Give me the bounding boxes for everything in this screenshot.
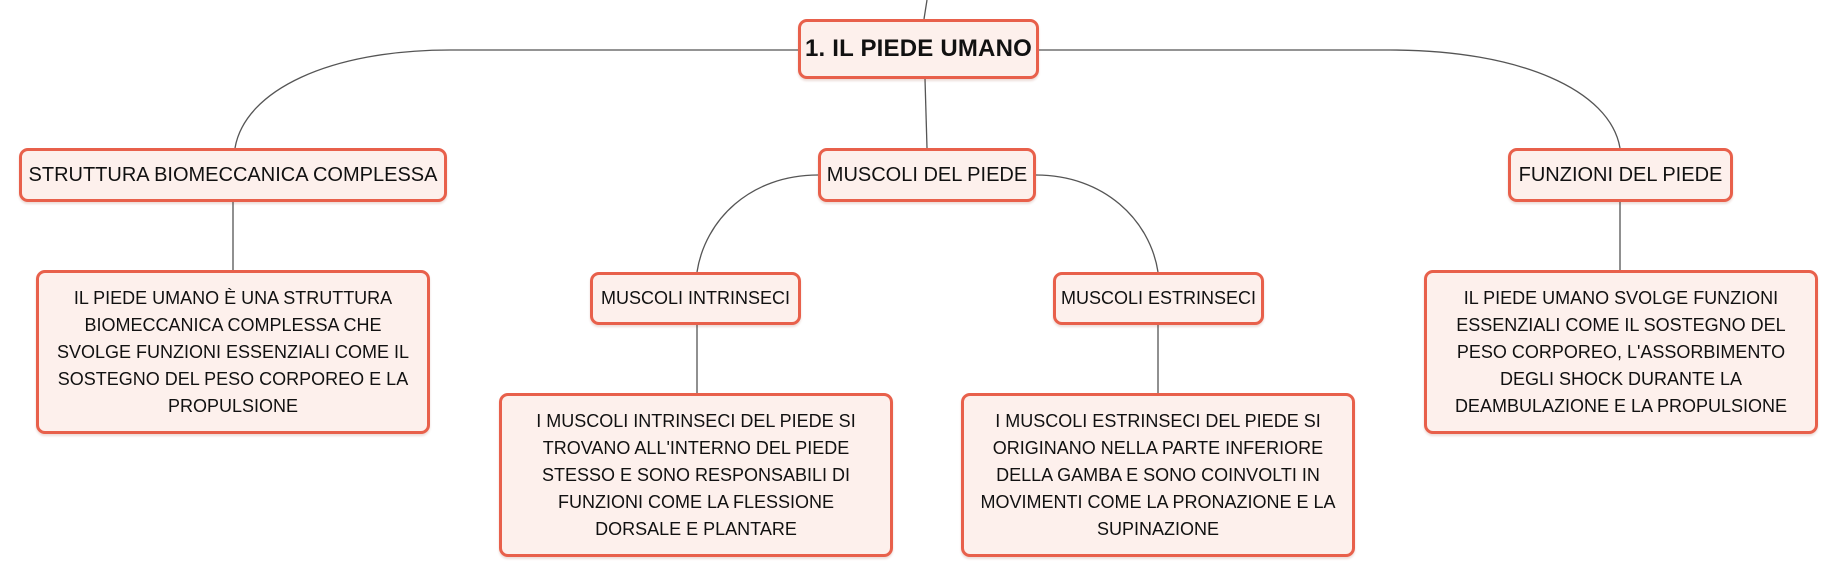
connector-root-muscoli (924, 78, 928, 149)
funzioni-description-text: IL PIEDE UMANO SVOLGE FUNZIONI ESSENZIAL… (1454, 287, 1788, 416)
node-muscoli-del-piede[interactable]: MUSCOLI DEL PIEDE (818, 148, 1036, 202)
struttura-description-text: IL PIEDE UMANO È UNA STRUTTURA BIOMECCAN… (56, 287, 410, 416)
connector-root-funzioni (1039, 49, 1621, 149)
estrinseci-description-text: I MUSCOLI ESTRINSECI DEL PIEDE SI ORIGIN… (980, 410, 1336, 539)
intrinseci-description-text: I MUSCOLI INTRINSECI DEL PIEDE SI TROVAN… (536, 410, 856, 539)
node-estrinseci-description[interactable]: I MUSCOLI ESTRINSECI DEL PIEDE SI ORIGIN… (961, 393, 1355, 557)
connector-muscoli-estrinseci (1035, 174, 1159, 273)
node-intrinseci-label: MUSCOLI INTRINSECI (600, 288, 791, 308)
node-struttura-description[interactable]: IL PIEDE UMANO È UNA STRUTTURA BIOMECCAN… (36, 270, 430, 434)
node-muscoli-estrinseci[interactable]: MUSCOLI ESTRINSECI (1053, 272, 1264, 325)
node-muscoli-intrinseci[interactable]: MUSCOLI INTRINSECI (590, 272, 801, 325)
node-funzioni-description[interactable]: IL PIEDE UMANO SVOLGE FUNZIONI ESSENZIAL… (1424, 270, 1818, 434)
root-node-label: 1. IL PIEDE UMANO (805, 35, 1032, 62)
node-funzioni-del-piede[interactable]: FUNZIONI DEL PIEDE (1508, 148, 1733, 202)
node-struttura-biomeccanica[interactable]: STRUTTURA BIOMECCANICA COMPLESSA (19, 148, 447, 202)
node-funzioni-label: FUNZIONI DEL PIEDE (1518, 163, 1723, 186)
connector-incoming-root (923, 0, 928, 20)
node-muscoli-label: MUSCOLI DEL PIEDE (826, 163, 1028, 186)
root-node[interactable]: 1. IL PIEDE UMANO (798, 19, 1039, 79)
node-estrinseci-label: MUSCOLI ESTRINSECI (1060, 288, 1257, 308)
connector-muscoli-intrinseci (696, 174, 819, 273)
node-intrinseci-description[interactable]: I MUSCOLI INTRINSECI DEL PIEDE SI TROVAN… (499, 393, 893, 557)
node-struttura-label: STRUTTURA BIOMECCANICA COMPLESSA (28, 163, 438, 186)
connector-root-struttura (234, 49, 798, 149)
